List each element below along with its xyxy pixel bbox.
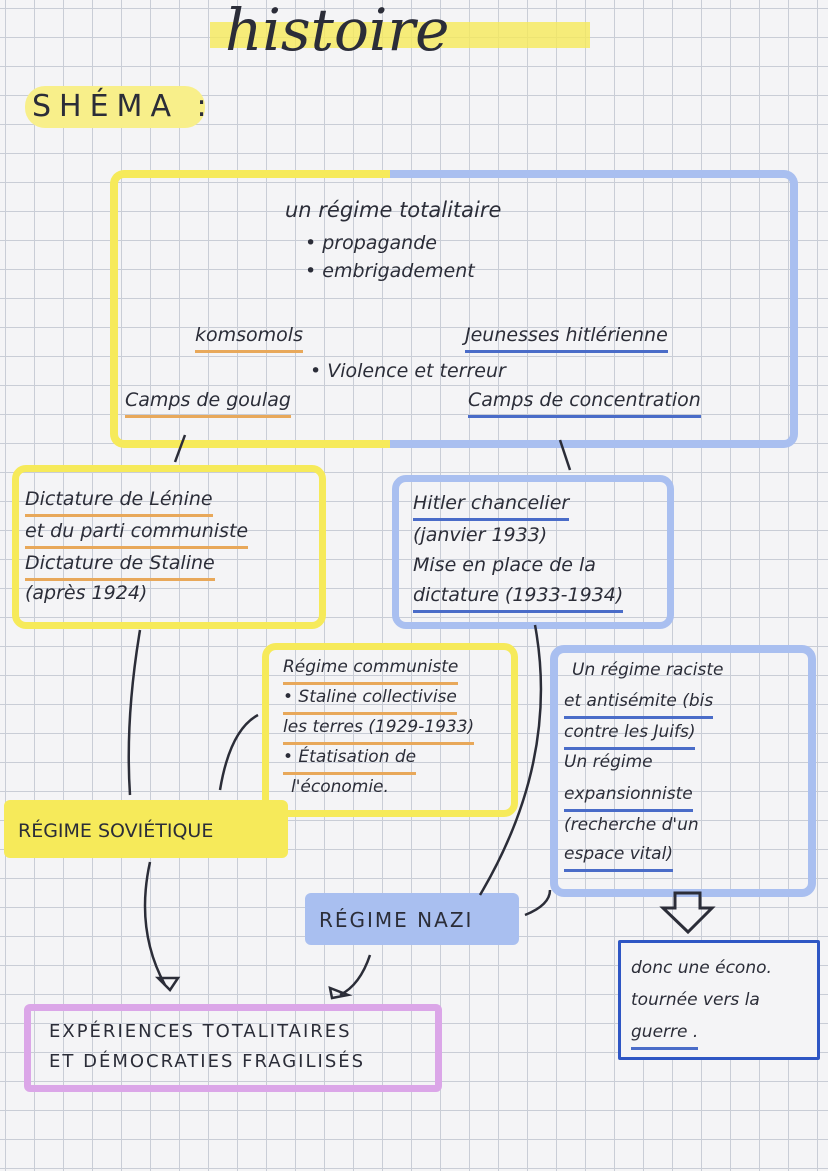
line: tournée vers la — [631, 990, 760, 1010]
camps-concentration: Camps de concentration — [468, 385, 701, 418]
arrow-head-icon — [328, 986, 353, 1000]
line: (recherche d'un — [564, 815, 699, 835]
line: Dictature de Staline — [25, 548, 215, 581]
line: dictature (1933-1934) — [413, 580, 624, 613]
connector — [524, 889, 552, 917]
line: Un régime raciste — [572, 660, 724, 680]
bullet-propagande: • propagande — [305, 232, 437, 254]
violence-terreur: • Violence et terreur — [310, 360, 506, 382]
conclusion-box: EXPÉRIENCES TOTALITAIRES ET DÉMOCRATIES … — [24, 1004, 442, 1092]
line: expansionniste — [564, 779, 693, 812]
line: l'économie. — [291, 777, 389, 797]
line: Régime communiste — [283, 652, 459, 685]
nazi-dictatorship-box: Hitler chancelier (janvier 1933) Mise en… — [392, 475, 674, 629]
bullet-embrigadement: • embrigadement — [305, 260, 475, 282]
regime-sovietique-label: RÉGIME SOVIÉTIQUE — [18, 820, 214, 842]
line: Dictature de Lénine — [25, 484, 213, 517]
line: espace vital) — [564, 839, 673, 872]
line: contre les Juifs) — [564, 717, 696, 750]
totalitarian-title: un régime totalitaire — [285, 198, 502, 222]
heading-highlight — [25, 86, 205, 128]
top-box-left — [110, 170, 398, 448]
line: EXPÉRIENCES TOTALITAIRES — [49, 1021, 352, 1042]
line: • Étatisation de — [283, 742, 417, 775]
connector — [339, 954, 372, 997]
bullet-text: propagande — [322, 232, 437, 254]
connector — [218, 713, 259, 791]
komsomols: komsomols — [195, 320, 303, 353]
communist-regime-box: Régime communiste • Staline collectivise… — [262, 643, 518, 817]
soviet-dictatorship-box: Dictature de Lénine et du parti communis… — [12, 465, 326, 629]
line: les terres (1929-1933) — [283, 712, 475, 745]
regime-nazi-label: RÉGIME NAZI — [319, 908, 474, 932]
heading: SHÉMA : — [32, 89, 215, 124]
connector — [143, 861, 167, 986]
connector — [173, 434, 187, 463]
line: Un régime — [564, 752, 653, 772]
economy-box: donc une écono. tournée vers la guerre . — [618, 940, 820, 1060]
arrow-head-icon — [154, 976, 181, 992]
line: guerre . — [631, 1017, 699, 1050]
connector — [558, 439, 572, 471]
title-highlight — [210, 22, 590, 48]
line: et du parti communiste — [25, 516, 249, 549]
connector — [478, 624, 543, 896]
down-arrow-icon — [659, 891, 716, 935]
line: (janvier 1933) — [413, 524, 548, 546]
line: Hitler chancelier — [413, 488, 570, 521]
regime-nazi-box: RÉGIME NAZI — [305, 893, 519, 945]
line: (après 1924) — [25, 582, 148, 604]
connector — [127, 629, 142, 796]
line: • Staline collectivise — [283, 682, 457, 715]
line: ET DÉMOCRATIES FRAGILISÉS — [49, 1051, 366, 1072]
page-title: histoire — [225, 0, 450, 64]
jeunesses-hitleriennes: Jeunesses hitlérienne — [465, 320, 668, 353]
bullet-text: embrigadement — [322, 260, 475, 282]
line: et antisémite (bis — [564, 686, 714, 719]
camps-goulag: Camps de goulag — [125, 385, 291, 418]
line: Mise en place de la — [413, 554, 596, 576]
common-text: Violence et terreur — [327, 360, 506, 382]
top-box-right — [390, 170, 798, 448]
regime-sovietique-box: RÉGIME SOVIÉTIQUE — [4, 800, 288, 858]
line: donc une écono. — [631, 958, 772, 978]
